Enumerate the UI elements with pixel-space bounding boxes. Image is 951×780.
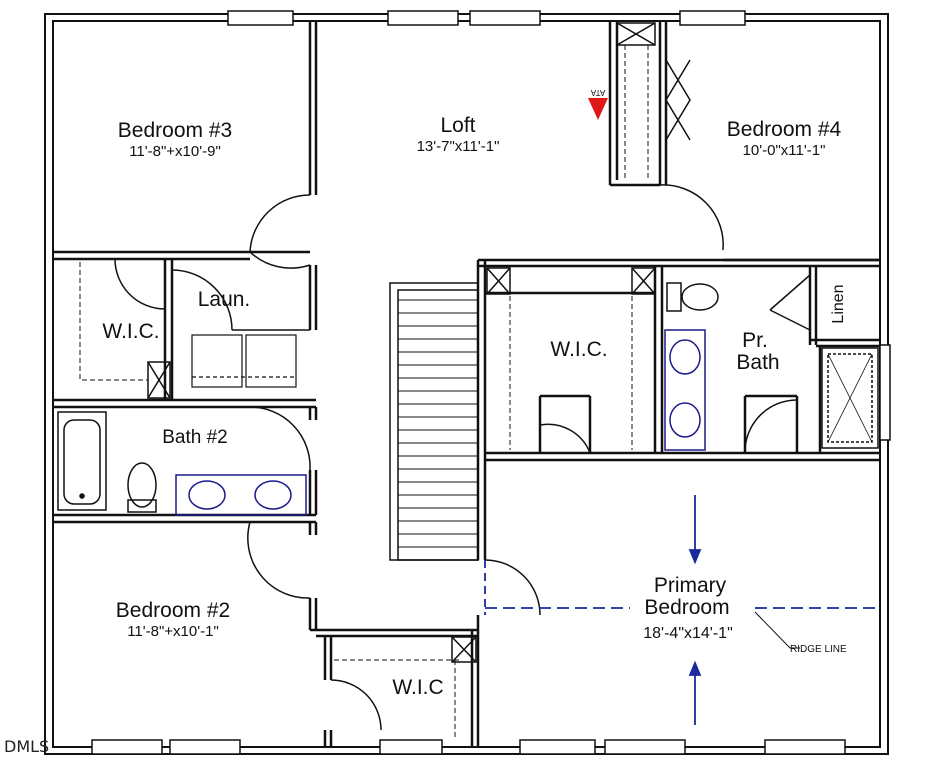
ridge-line-label: RIDGE LINE (790, 644, 847, 655)
pr-bath-line2: Bath (736, 351, 779, 374)
shelf-lines (79, 45, 649, 740)
bath2-fixtures (57, 411, 307, 516)
bedroom4-dims: 10'-0"x11'-1" (743, 142, 826, 159)
watermark: DMLS (4, 737, 49, 756)
staircase (389, 282, 479, 561)
bedroom4-name: Bedroom #4 (727, 118, 842, 141)
wic2-name: W.I.C (392, 676, 443, 699)
bath2-name: Bath #2 (162, 427, 228, 448)
attic-marker-label: ATA (590, 88, 605, 97)
linen-name: Linen (830, 284, 847, 323)
bedroom3-dims: 11'-8"+x10'-9" (129, 143, 221, 160)
ridge-leader (754, 611, 800, 649)
bedroom3-name: Bedroom #3 (118, 119, 232, 142)
bedroom2-dims: 11'-8"+x10'-1" (127, 623, 219, 640)
door-swings (114, 59, 811, 731)
loft-dims: 13'-7"x11'-1" (417, 138, 500, 155)
pr-bath-fixtures (664, 282, 879, 451)
shelf-boxes (147, 22, 656, 663)
bedroom2-name: Bedroom #2 (116, 599, 230, 622)
wic-primary-name: W.I.C. (550, 338, 607, 361)
wic1-name: W.I.C. (102, 320, 159, 343)
windows (91, 10, 891, 755)
primary-line1: Primary (654, 574, 727, 597)
laundry-name: Laun. (198, 288, 251, 311)
primary-dims: 18'-4"x14'-1" (643, 625, 733, 642)
ridge-line (484, 495, 880, 725)
washer-dryer (191, 334, 297, 388)
attic-access-marker (588, 98, 608, 120)
pr-bath-line1: Pr. (742, 329, 768, 352)
loft-name: Loft (440, 114, 475, 137)
primary-line2: Bedroom (644, 596, 729, 619)
